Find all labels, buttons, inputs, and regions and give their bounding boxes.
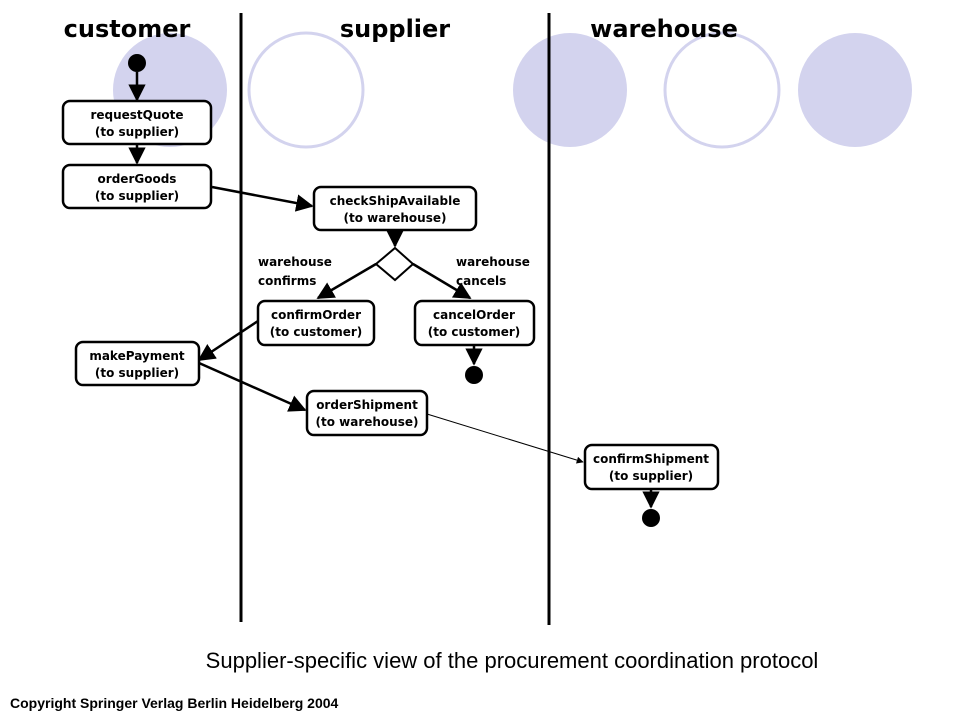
decision-node xyxy=(374,246,415,282)
action-cancelOrder: cancelOrder (to customer) xyxy=(413,299,536,347)
requestQuote-label: requestQuote xyxy=(90,108,183,122)
lane-title-supplier: supplier xyxy=(340,15,450,43)
copyright-notice: Copyright Springer Verlag Berlin Heidelb… xyxy=(10,695,339,711)
guard-cancels-line1: warehouse xyxy=(456,255,530,269)
orderGoods-label: orderGoods xyxy=(98,172,177,186)
makePayment-label: makePayment xyxy=(89,349,185,363)
action-orderShipment: orderShipment (to warehouse) xyxy=(305,389,429,437)
action-confirmShipment: confirmShipment (to supplier) xyxy=(583,443,720,491)
orderShipment-target: (to warehouse) xyxy=(316,415,419,429)
action-confirmOrder: confirmOrder (to customer) xyxy=(256,299,376,347)
makePayment-target: (to supplier) xyxy=(95,366,179,380)
confirmOrder-target: (to customer) xyxy=(270,325,362,339)
requestQuote-target: (to supplier) xyxy=(95,125,179,139)
orderShipment-label: orderShipment xyxy=(316,398,418,412)
action-requestQuote: requestQuote (to supplier) xyxy=(61,99,213,146)
edge-orderShipment-to-confirmShipment xyxy=(426,413,584,464)
decor-circle-5 xyxy=(798,33,912,147)
action-checkShipAvailable: checkShipAvailable (to warehouse) xyxy=(312,185,478,232)
edge-confirmOrder-to-makePayment xyxy=(197,319,259,362)
lane-title-warehouse: warehouse xyxy=(590,15,738,43)
initial-node xyxy=(128,54,146,72)
action-orderGoods: orderGoods (to supplier) xyxy=(61,163,213,210)
guard-cancels-line2: cancels xyxy=(456,274,506,288)
edge-orderGoods-to-checkShipAvailable xyxy=(211,185,314,212)
cancelOrder-label: cancelOrder xyxy=(433,308,515,322)
edge-decision-to-confirmOrder xyxy=(316,262,377,300)
guard-confirms-line1: warehouse xyxy=(258,255,332,269)
decor-circle-3 xyxy=(513,33,627,147)
checkShipAvailable-target: (to warehouse) xyxy=(344,211,447,225)
edge-makePayment-to-orderShipment xyxy=(198,361,307,412)
confirmOrder-label: confirmOrder xyxy=(271,308,361,322)
final-node-cancel xyxy=(465,366,483,384)
decor-circle-4 xyxy=(663,31,781,149)
final-node-shipment xyxy=(642,509,660,527)
edges xyxy=(128,72,660,509)
decor-circle-2 xyxy=(247,31,365,149)
confirmShipment-label: confirmShipment xyxy=(593,452,709,466)
diagram-caption: Supplier-specific view of the procuremen… xyxy=(206,648,819,673)
lane-title-customer: customer xyxy=(64,15,191,43)
action-makePayment: makePayment (to supplier) xyxy=(74,340,201,387)
orderGoods-target: (to supplier) xyxy=(95,189,179,203)
confirmShipment-target: (to supplier) xyxy=(609,469,693,483)
checkShipAvailable-label: checkShipAvailable xyxy=(330,194,461,208)
guard-confirms-line2: confirms xyxy=(258,274,316,288)
cancelOrder-target: (to customer) xyxy=(428,325,520,339)
edge-decision-to-cancelOrder xyxy=(412,262,472,300)
decorative-circles xyxy=(113,31,912,149)
